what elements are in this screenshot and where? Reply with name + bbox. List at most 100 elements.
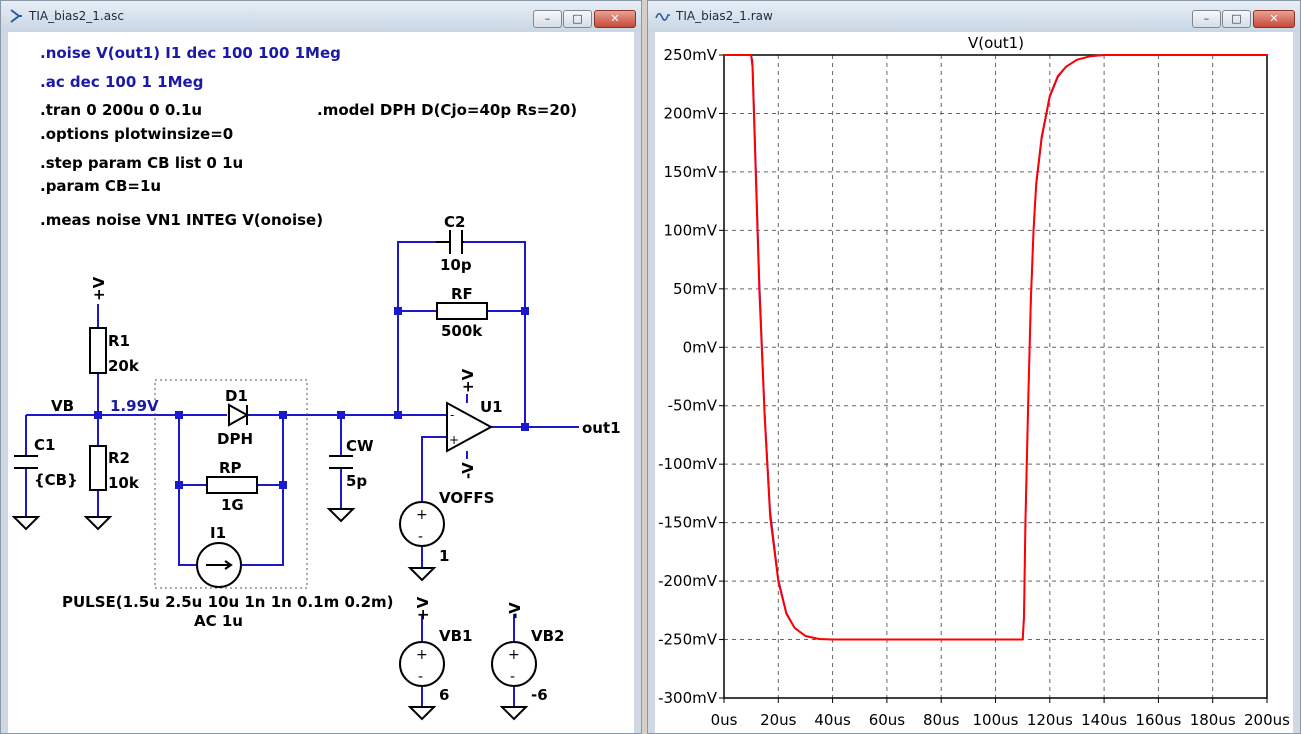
schematic-window[interactable]: TIA_bias2_1.asc – □ ✕ .noise V(out1) I1 … [0,0,642,734]
u1-name[interactable]: U1 [480,398,503,416]
y-tick-label: -150mV [658,514,718,532]
directive-noise[interactable]: .noise V(out1) I1 dec 100 100 1Meg [40,44,341,62]
directive-step[interactable]: .step param CB list 0 1u [40,154,243,172]
component-symbols [11,230,537,721]
d1-value[interactable]: DPH [217,430,253,448]
r2-value[interactable]: 10k [108,474,140,492]
vb-voltage-label[interactable]: 1.99V [110,397,159,415]
out1-net-label[interactable]: out1 [582,419,621,437]
trace-series-0[interactable] [724,54,1267,641]
r2-symbol [89,445,107,491]
r1-name[interactable]: R1 [108,332,130,350]
c1-value[interactable]: {CB} [34,471,78,489]
photodiode-box [154,379,308,589]
opamp-inv-sign: - [450,408,454,422]
ground-vb1 [407,706,437,721]
vb1-name[interactable]: VB1 [439,627,472,645]
y-tick-label: -200mV [658,572,718,590]
c2-name[interactable]: C2 [444,213,465,231]
schematic-titlebar[interactable]: TIA_bias2_1.asc – □ ✕ [1,1,641,32]
y-tick-label: 150mV [663,163,717,181]
opamp-symbol [446,401,494,453]
y-tick-label: -250mV [658,631,718,649]
directive-meas[interactable]: .meas noise VN1 INTEG V(onoise) [40,211,323,229]
y-tick-label: 250mV [663,46,717,64]
vb2-name[interactable]: VB2 [531,627,564,645]
c2-value[interactable]: 10p [440,256,472,274]
c1-symbol [14,455,38,469]
x-tick-label: 120us [1027,711,1073,729]
vb2-value[interactable]: -6 [531,686,548,704]
directive-ac[interactable]: .ac dec 100 1 1Meg [40,73,203,91]
cw-value[interactable]: 5p [346,472,367,490]
close-button[interactable]: ✕ [1253,10,1295,28]
waveform-app-icon [655,12,670,21]
opamp-vminus-label[interactable]: -V [459,462,477,479]
ground-c1 [11,516,41,531]
waveform-plot[interactable]: 250mV200mV150mV100mV50mV0mV-50mV-100mV-1… [655,32,1293,733]
opamp-vplus-label[interactable]: +V [459,368,477,393]
x-tick-label: 20us [760,711,797,729]
y-tick-label: 0mV [683,338,718,356]
x-tick-label: 180us [1190,711,1236,729]
x-tick-label: 40us [814,711,851,729]
cw-name[interactable]: CW [346,437,374,455]
voffs-name[interactable]: VOFFS [439,489,494,507]
minimize-button[interactable]: – [533,10,562,28]
i1-symbol [196,542,242,588]
ground-voffs [407,567,437,582]
vb1-supply-label[interactable]: +V [414,596,432,621]
directive-options[interactable]: .options plotwinsize=0 [40,125,233,143]
rf-name[interactable]: RF [451,285,473,303]
maximize-button[interactable]: □ [1222,10,1251,28]
x-tick-label: 100us [973,711,1019,729]
maximize-button[interactable]: □ [563,10,592,28]
x-tick-label: 140us [1081,711,1127,729]
r2-name[interactable]: R2 [108,449,130,467]
plot-grid [719,54,1268,703]
i1-ac-value[interactable]: AC 1u [194,612,243,630]
x-tick-label: 200us [1244,711,1290,729]
rp-symbol [206,476,258,494]
trace-title[interactable]: V(out1) [968,34,1024,52]
waveform-titlebar[interactable]: TIA_bias2_1.raw – □ ✕ [648,1,1300,32]
directive-tran[interactable]: .tran 0 200u 0 0.1u [40,101,202,119]
voffs-plus-sign: + [416,507,428,523]
vb1-value[interactable]: 6 [439,686,449,704]
rp-value[interactable]: 1G [221,496,244,514]
voffs-symbol [399,501,445,547]
junction-dots [94,307,529,489]
x-tick-label: 0us [711,711,738,729]
cw-symbol [329,455,353,469]
rp-name[interactable]: RP [219,459,242,477]
i1-name[interactable]: I1 [210,524,226,542]
ground-r2 [83,516,113,531]
c1-name[interactable]: C1 [34,436,55,454]
r1-value[interactable]: 20k [108,357,140,375]
y-tick-label: -100mV [658,455,718,473]
c2-symbol [449,230,463,254]
directive-param[interactable]: .param CB=1u [40,177,161,195]
vb-net-label[interactable]: VB [51,397,74,415]
y-tick-labels: 250mV200mV150mV100mV50mV0mV-50mV-100mV-1… [658,46,718,707]
close-button[interactable]: ✕ [594,10,636,28]
voffs-value[interactable]: 1 [439,547,449,565]
schematic-canvas[interactable]: .noise V(out1) I1 dec 100 100 1Meg .ac d… [8,32,634,733]
waveform-title: TIA_bias2_1.raw [676,9,773,23]
rf-value[interactable]: 500k [441,322,483,340]
schematic-drawing[interactable]: .noise V(out1) I1 dec 100 100 1Meg .ac d… [8,32,634,733]
x-tick-label: 60us [869,711,906,729]
r1-supply-label[interactable]: +V [90,276,108,301]
y-tick-label: 50mV [673,280,718,298]
i1-value[interactable]: PULSE(1.5u 2.5u 10u 1n 1n 0.1m 0.2m) [62,593,394,611]
schematic-window-controls: – □ ✕ [533,10,637,28]
directive-model[interactable]: .model DPH D(Cjo=40p Rs=20) [317,101,577,119]
minimize-button[interactable]: – [1192,10,1221,28]
d1-name[interactable]: D1 [225,387,248,405]
vb2-supply-label[interactable]: -V [506,602,524,619]
traces[interactable] [724,54,1267,641]
opamp-noninv-sign: + [449,433,459,447]
plot-frame [723,54,1268,699]
